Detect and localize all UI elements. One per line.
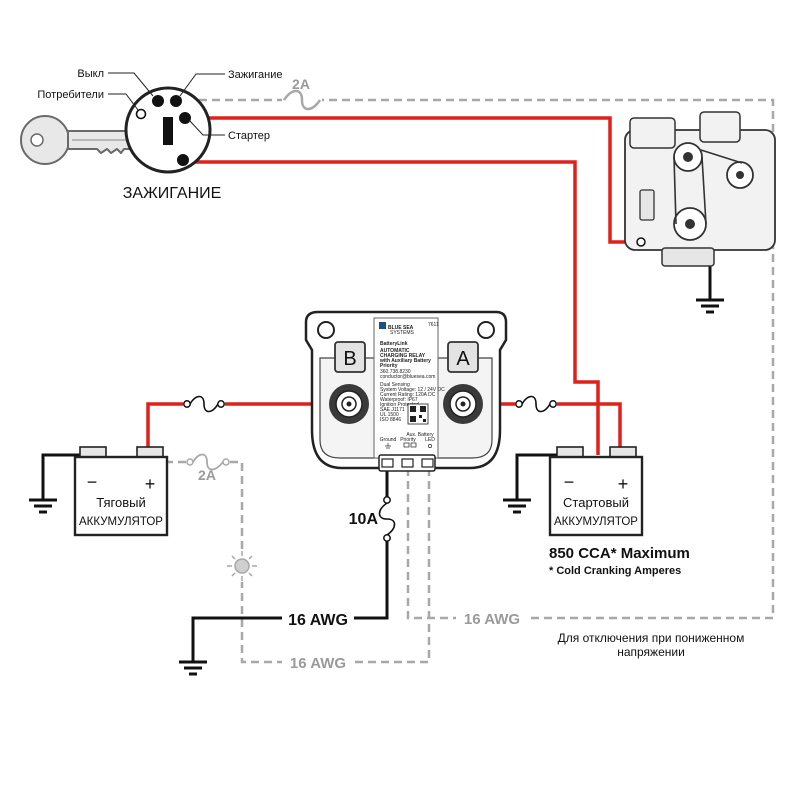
house-battery-label-2: АККУМУЛЯТОР — [79, 516, 163, 528]
plus-sign: + — [618, 474, 629, 494]
engine-icon — [624, 111, 776, 267]
pin-ground-label: Ground — [380, 437, 397, 443]
relay-spec: UL 1500 — [380, 412, 399, 418]
terminal-a-stud — [443, 384, 483, 424]
relay-phone: 360.738.8230 — [380, 369, 411, 375]
cca-footnote: * Cold Cranking Amperes — [549, 565, 681, 577]
awg-ground-label-bg — [282, 610, 354, 630]
house-battery-label-1: Тяговый — [96, 495, 145, 510]
key-icon — [20, 115, 143, 165]
pin-priority-label: Priority — [400, 437, 416, 443]
fuse-ignition-2a — [282, 89, 322, 111]
awg-lower-label-bg — [282, 654, 354, 672]
relay-desc-2: CHARGING RELAY — [380, 353, 426, 359]
relay-connector — [378, 454, 436, 472]
start-battery: − + Стартовый АККУМУЛЯТОР — [548, 446, 644, 537]
relay-spec: Current Rating: 120A DC — [380, 392, 436, 398]
relay-desc-3: with Auxiliary Battery — [379, 358, 431, 364]
awg-right-label: 16 AWG — [464, 611, 520, 628]
led-indicator-icon — [227, 550, 257, 582]
ground-symbol-house — [29, 498, 57, 514]
blue-sea-logo — [379, 322, 386, 329]
relay-desc-4: Priority — [380, 363, 398, 369]
model-number: 7611 — [428, 322, 439, 328]
terminal-a-label: A — [456, 348, 470, 370]
ignition-position-label: Зажигание — [228, 69, 283, 81]
relay-spec: Ignition Protected — [380, 402, 419, 408]
awg-ground-label: 16 AWG — [288, 612, 348, 629]
qr-code-icon — [407, 403, 429, 425]
house-battery: − + Тяговый АККУМУЛЯТОР — [73, 446, 169, 537]
terminal-b-stud — [329, 384, 369, 424]
fuse-10a — [378, 496, 396, 542]
relay-spec: System Voltage: 12 / 24V DC — [380, 387, 445, 393]
low-voltage-disconnect-line-1: Для отключения при пониженном — [558, 631, 745, 645]
ground-symbol-start — [503, 498, 531, 514]
ground-symbol-relay — [179, 660, 207, 676]
cca-rating: 850 CCA* Maximum — [549, 545, 690, 562]
start-battery-label-2: АККУМУЛЯТОР — [554, 516, 638, 528]
fuse-start-red — [515, 395, 557, 413]
accessories-position-label: Потребители — [37, 89, 104, 101]
pin-led-label: LED — [425, 437, 435, 443]
pin-aux-label: Aux. Battery — [406, 432, 434, 438]
off-position-label: Выкл — [77, 68, 104, 80]
start-battery-label-1: Стартовый — [563, 495, 629, 510]
relay-spec: ISO 8846 — [380, 417, 401, 423]
ground-symbol-engine — [696, 298, 724, 314]
awg-right-label-bg — [456, 610, 528, 628]
ignition-leader-lines — [108, 72, 225, 136]
minus-sign: − — [564, 472, 575, 492]
minus-sign: − — [87, 472, 98, 492]
relay-spec: Waterproof: IP67 — [380, 397, 418, 403]
relay-spec: SAE J1171 — [380, 407, 405, 413]
fuse-10a-label: 10A — [349, 511, 379, 528]
pin-symbols — [385, 442, 432, 449]
brand-line-1: BLUE SEA — [388, 325, 414, 331]
fuse-house-red — [183, 395, 225, 413]
battery-link-relay: B A 7611 BLUE SEA SYSTEMS BatteryLink AU… — [304, 310, 508, 472]
awg-lower-label: 16 AWG — [290, 655, 346, 672]
product-name: BatteryLink — [380, 341, 408, 347]
relay-email: conductor@bluesea.com — [380, 374, 435, 380]
fuse-house-signal-2a — [186, 453, 230, 471]
house-signal-fuse-label: 2A — [198, 467, 216, 483]
low-voltage-disconnect-line-2: напряжении — [617, 645, 685, 659]
relay-spec: Dual Sensing — [380, 382, 410, 388]
signal-wires — [158, 98, 775, 664]
relay-desc-1: AUTOMATIC — [380, 348, 410, 354]
brand-line-2: SYSTEMS — [390, 330, 415, 336]
ignition-title: ЗАЖИГАНИЕ — [123, 185, 222, 202]
starter-position-label: Стартер — [228, 130, 270, 142]
ignition-switch — [124, 86, 212, 174]
plus-sign: + — [145, 474, 156, 494]
terminal-b-label: B — [343, 348, 356, 370]
ignition-fuse-label: 2A — [292, 76, 310, 92]
